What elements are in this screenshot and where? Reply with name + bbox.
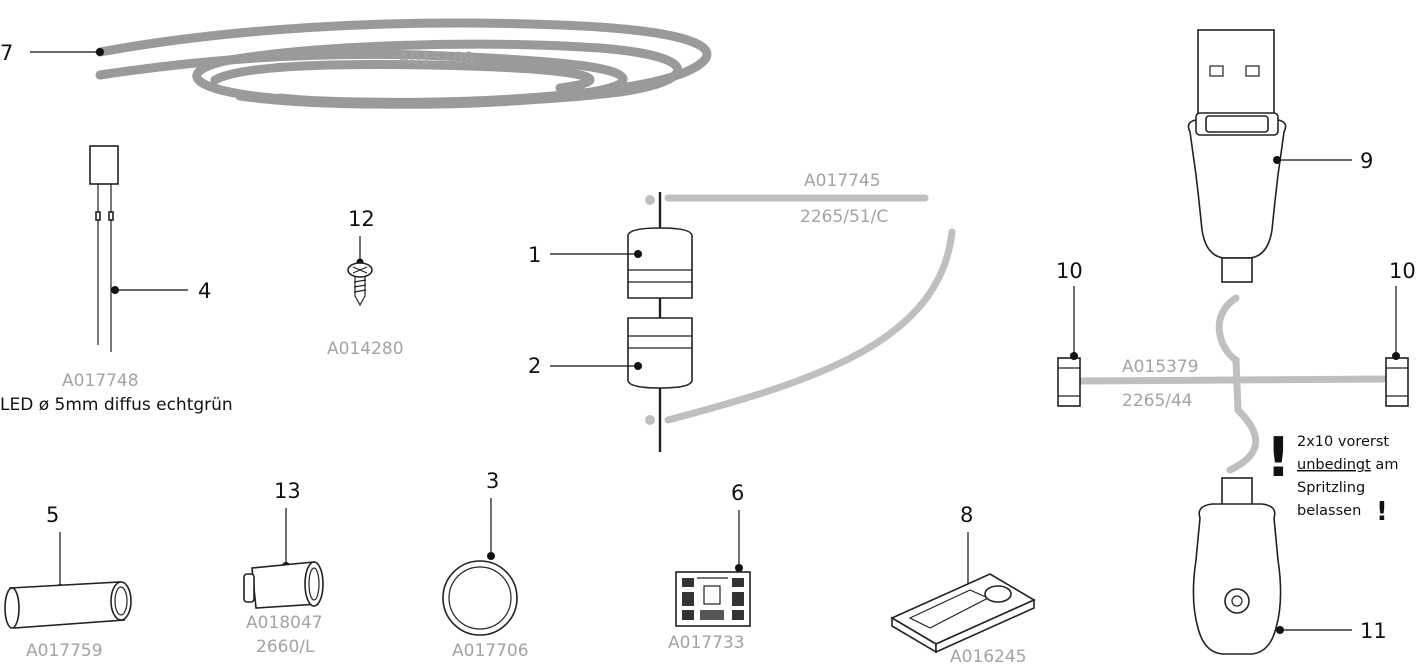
leader-dot	[634, 250, 642, 258]
leader-dot	[487, 552, 495, 560]
part-code-sprue: A015379	[1122, 357, 1199, 377]
part-number-7: 7	[0, 41, 13, 65]
part-description-4: LED ø 5mm diffus echtgrün	[0, 395, 233, 415]
leader-dot	[1276, 626, 1284, 634]
tube-icon	[4, 581, 132, 629]
part-code-rod-2: 2265/51/C	[800, 207, 888, 227]
part-code-4: A017748	[62, 371, 139, 391]
usb-socket-icon	[1192, 477, 1282, 655]
circuit-board-icon	[675, 571, 751, 627]
part-number-6: 6	[731, 481, 744, 505]
part-number-11: 11	[1360, 619, 1387, 643]
part-number-5: 5	[46, 503, 59, 527]
part-number-3: 3	[486, 469, 499, 493]
warning-mark-small: !	[1376, 497, 1388, 527]
note-line-2-rest: am	[1371, 457, 1399, 473]
part-code-5: A017759	[26, 641, 103, 661]
end-cap-icon	[1057, 357, 1081, 407]
cable-coil-icon	[95, 18, 712, 109]
note-line-1: 2x10 vorerst	[1297, 434, 1389, 450]
part-number-12: 12	[348, 207, 375, 231]
part-number-10-left: 10	[1056, 259, 1083, 283]
note-line-4: belassen	[1297, 503, 1361, 519]
sprue-icon	[1074, 294, 1394, 474]
part-code-6: A017733	[668, 633, 745, 653]
part-number-9: 9	[1360, 149, 1373, 173]
screw-icon	[347, 262, 373, 307]
leader-dot	[111, 286, 119, 294]
warning-mark-large: !	[1266, 426, 1291, 489]
part-number-13: 13	[274, 479, 301, 503]
part-number-2: 2	[528, 354, 541, 378]
part-code-rod: A017745	[804, 171, 881, 191]
note-emphasis: unbedingt	[1297, 457, 1371, 473]
leader-dot	[1070, 352, 1078, 360]
note-line-2: unbedingt am	[1297, 457, 1398, 473]
note-line-3: Spritzling	[1297, 480, 1365, 496]
ring-icon	[442, 560, 518, 636]
plate-icon	[890, 573, 1036, 654]
usb-plug-icon	[1187, 29, 1287, 283]
leader-dot	[735, 564, 743, 572]
part-code-13: A018047	[246, 613, 323, 633]
leader-dot	[1392, 352, 1400, 360]
led-icon	[89, 145, 119, 352]
part-code-3: A017706	[452, 641, 529, 661]
part-code-7: A015109	[398, 49, 475, 69]
part-number-8: 8	[960, 503, 973, 527]
sleeve-icon	[243, 561, 324, 609]
leader-dot	[96, 48, 104, 56]
part-code-sprue-2: 2265/44	[1122, 391, 1193, 411]
resistor-stack-icon	[627, 192, 693, 452]
part-number-4: 4	[198, 279, 211, 303]
end-cap-icon	[1385, 357, 1409, 407]
part-code-8: A016245	[950, 647, 1027, 665]
leader-dot	[1273, 156, 1281, 164]
part-number-10-right: 10	[1389, 259, 1416, 283]
part-number-1: 1	[528, 243, 541, 267]
part-code-13-2: 2660/L	[256, 637, 315, 657]
rod-icon	[645, 194, 956, 425]
part-code-12: A014280	[327, 339, 404, 359]
leader-dot	[634, 362, 642, 370]
